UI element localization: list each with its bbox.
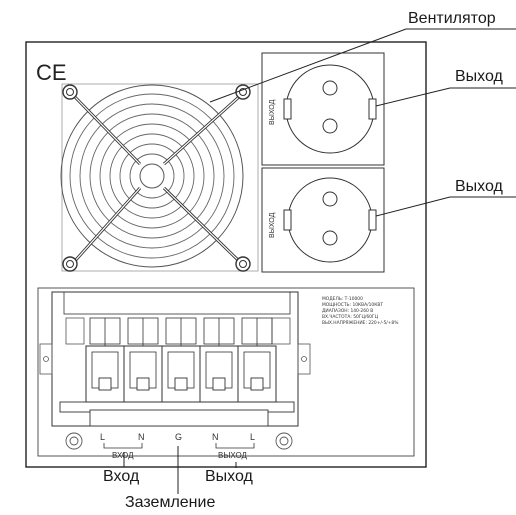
leader-lines bbox=[123, 28, 516, 494]
output-socket-bottom: ВЫХОД bbox=[261, 167, 385, 273]
nameplate-line-4: ВХ.ЧАСТОТА: 50ГЦ/60ГЦ bbox=[322, 314, 379, 320]
label-output-lower: Выход bbox=[205, 468, 253, 485]
terminal-label-L-in: L bbox=[100, 432, 105, 442]
terminal-label-N-out: N bbox=[212, 432, 219, 442]
input-bracket bbox=[103, 443, 143, 449]
terminal-3 bbox=[161, 317, 201, 403]
terminal-label-N-in: N bbox=[138, 432, 145, 442]
nameplate-line-3: ДИАПАЗОН: 140-260 В bbox=[322, 308, 373, 314]
terminal-2 bbox=[123, 317, 163, 403]
socket-bottom-text: ВЫХОД bbox=[269, 212, 276, 238]
label-output-bottom: Выход bbox=[455, 178, 503, 195]
nameplate-line-5: ВЫХ.НАПРЯЖЕНИЕ: 220+/-5/+8% bbox=[322, 320, 398, 326]
label-output-top: Выход bbox=[455, 68, 503, 85]
label-fan: Вентилятор bbox=[408, 10, 496, 27]
terminal-caption-output: ВЫХОД bbox=[218, 451, 248, 460]
fan-grille bbox=[60, 83, 259, 272]
terminal-label-L-out: L bbox=[250, 432, 255, 442]
ce-mark: CE bbox=[36, 60, 67, 85]
terminal-4 bbox=[199, 317, 239, 403]
output-bracket bbox=[215, 443, 255, 449]
nameplate-line-1: МОДЕЛЬ: Т-10000 bbox=[322, 296, 363, 302]
label-ground: Заземление bbox=[125, 494, 216, 511]
nameplate-line-2: МОЩНОСТЬ: 10КВА/10КВТ bbox=[322, 302, 383, 308]
nameplate: МОДЕЛЬ: Т-10000 МОЩНОСТЬ: 10КВА/10КВТ ДИ… bbox=[322, 296, 398, 326]
output-socket-top: ВЫХОД bbox=[261, 52, 385, 166]
terminal-5 bbox=[237, 317, 277, 403]
terminal-caption-input: ВХОД bbox=[112, 451, 134, 460]
label-input: Вход bbox=[103, 468, 140, 485]
socket-top-text: ВЫХОД bbox=[269, 99, 276, 125]
terminal-label-G: G bbox=[175, 432, 182, 442]
